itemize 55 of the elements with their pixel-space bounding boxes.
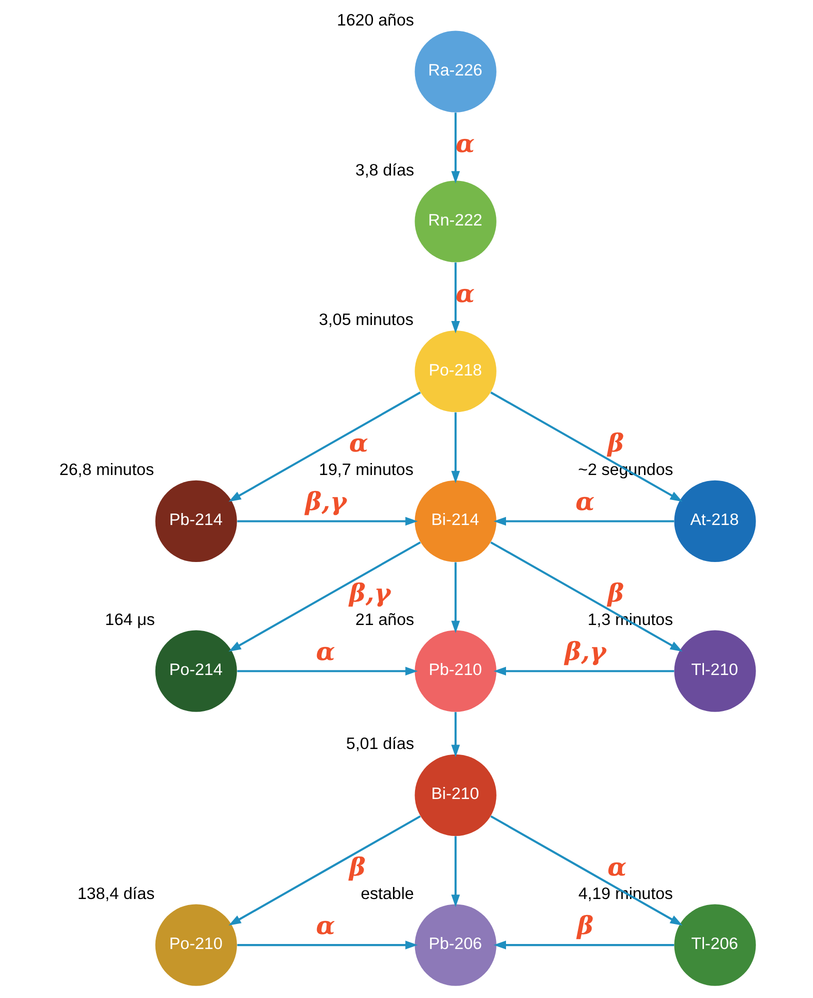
arrow xyxy=(450,112,460,184)
node-circle: Bi-210 xyxy=(414,754,496,836)
node-label: 21 años xyxy=(354,610,414,629)
edge-label: α xyxy=(455,278,474,308)
node-label: 26,8 minutos xyxy=(58,460,154,480)
edge-label: β,γ xyxy=(564,636,606,666)
edge-label: α xyxy=(316,636,335,666)
node-circle: Pb-214 xyxy=(154,480,236,562)
node-circle: Pb-206 xyxy=(414,904,496,986)
node-circle: Po-218 xyxy=(414,330,496,412)
node-circle: Pb-210 xyxy=(414,630,496,712)
edge-label: β xyxy=(576,910,594,940)
node-circle: Po-210 xyxy=(154,904,236,986)
node-circle: Tl-206 xyxy=(674,904,756,986)
edge-label: α xyxy=(316,910,335,940)
node-circle: At-218 xyxy=(674,480,756,562)
node-label: 1620 años xyxy=(336,10,414,30)
node-label: 164 μs xyxy=(104,610,154,629)
arrow xyxy=(228,541,420,652)
edge-label: α xyxy=(348,428,368,458)
arrow xyxy=(490,815,682,926)
arrow xyxy=(228,815,420,926)
node-circle: Po-214 xyxy=(154,630,236,712)
node-circle: Bi-214 xyxy=(414,480,496,562)
arrow xyxy=(493,516,674,526)
edge-label: β,γ xyxy=(348,578,390,608)
node-label: 19,7 minutos xyxy=(318,460,413,480)
arrow xyxy=(236,666,418,676)
node-circle: Tl-210 xyxy=(674,630,756,712)
arrow xyxy=(450,262,460,334)
node-circle: Ra-226 xyxy=(414,30,496,112)
arrow xyxy=(236,516,418,526)
edge-label: β,γ xyxy=(304,487,346,516)
arrow xyxy=(228,392,420,502)
arrow xyxy=(450,712,460,758)
node-label: estable xyxy=(360,884,414,903)
edge-label: β xyxy=(348,852,366,882)
edge-label: β xyxy=(607,578,624,608)
arrow xyxy=(450,836,460,908)
arrow xyxy=(493,940,674,950)
edge-label: β xyxy=(607,428,624,458)
arrow xyxy=(236,940,418,950)
arrow xyxy=(490,541,682,652)
node-label: 5,01 días xyxy=(346,734,414,753)
node-label: 3,8 días xyxy=(354,160,414,180)
edge-label: α xyxy=(607,852,626,882)
edge-label: α xyxy=(455,128,474,158)
node-label: 138,4 días xyxy=(76,884,154,903)
arrow xyxy=(450,412,460,484)
node-circle: Rn-222 xyxy=(414,180,496,262)
edge-label: α xyxy=(574,487,594,516)
arrow xyxy=(450,562,460,634)
arrow xyxy=(493,666,674,676)
arrow xyxy=(490,392,682,502)
node-label: 3,05 minutos xyxy=(318,310,413,330)
